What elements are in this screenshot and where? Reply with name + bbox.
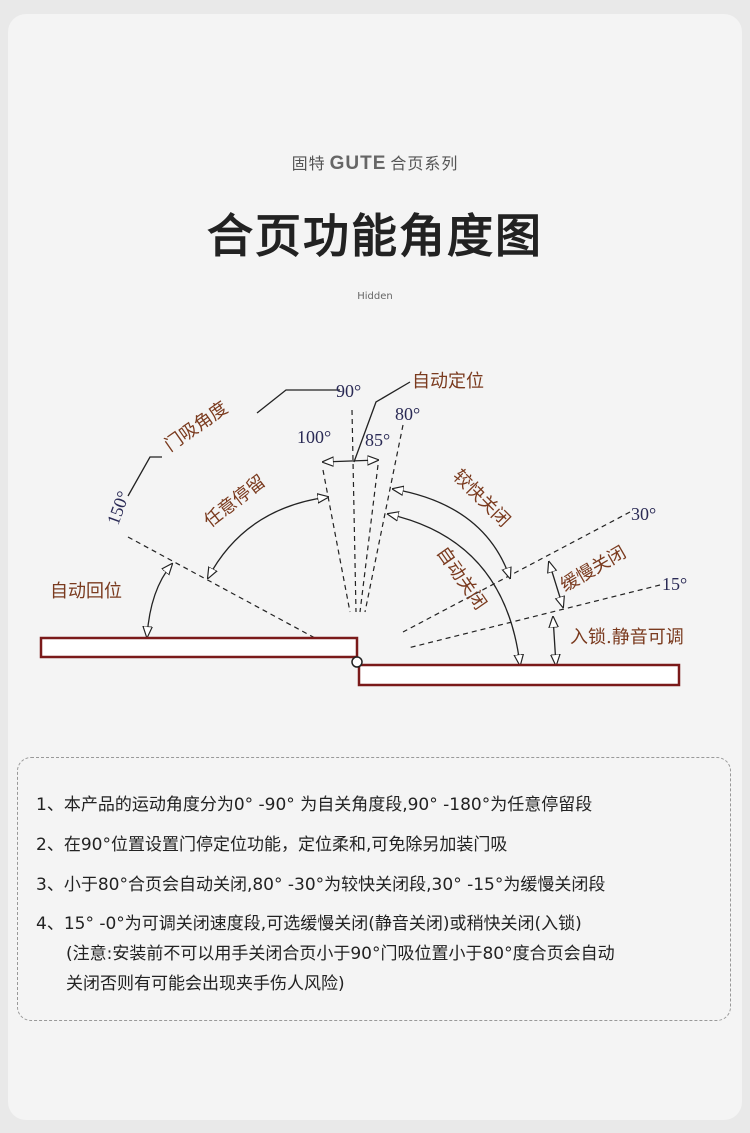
line-90 [351, 409, 357, 613]
note-1: 1、本产品的运动角度分为0° -90° 为自关角度段,90° -180°为任意停… [36, 795, 593, 815]
label-auto-close: 自动关闭 [432, 543, 490, 614]
subtitle: Hidden [357, 291, 393, 302]
label-auto-position: 自动定位 [412, 371, 484, 392]
label-slow-close: 缓慢关闭 [557, 542, 630, 596]
note-3: 3、小于80°合页会自动关闭,80° -30°为较快关闭段,30° -15°为缓… [36, 875, 606, 895]
label-100: 100° [297, 427, 331, 447]
brand-suffix: 合页系列 [390, 154, 459, 173]
line-80 [364, 424, 404, 613]
hinge-pin [351, 656, 363, 668]
line-150 [127, 536, 316, 639]
door-plates [39, 636, 681, 687]
label-85: 85° [365, 430, 390, 450]
hinge-angle-diagram: 150° 100° 90° 85° 80° 30° 15° 门吸角度 自动定位 … [39, 371, 687, 687]
door-stop-leader-low [127, 456, 162, 497]
brand-logo: GUTE [329, 153, 387, 174]
label-150: 150° [103, 488, 133, 527]
brand-prefix: 固特 [291, 154, 326, 173]
line-85 [359, 464, 379, 613]
auto-close-arrow [388, 514, 520, 665]
slow-close-arrow [549, 562, 563, 607]
note-4-caution-line1: (注意:安装前不可以用手关闭合页小于90°门吸位置小于80°度合页会自动 [66, 944, 615, 964]
free-stop-arrow [208, 497, 328, 578]
label-free-stop: 任意停留 [200, 471, 270, 532]
door-stop-leader-high [256, 389, 340, 414]
auto-position-arrow [323, 460, 378, 462]
label-80: 80° [395, 404, 420, 424]
lock-silent-arrow [553, 617, 556, 665]
arrows [147, 460, 563, 665]
left-plate [39, 636, 359, 659]
right-plate [357, 663, 681, 687]
label-fast-close: 较快关闭 [448, 466, 514, 532]
auto-position-leader [353, 381, 411, 463]
label-15: 15° [662, 574, 687, 594]
leader-lines [127, 381, 411, 497]
label-30: 30° [631, 504, 656, 524]
note-2: 2、在90°位置设置门停定位功能，定位柔和,可免除另加装门吸 [36, 835, 508, 855]
angle-lines [127, 409, 661, 649]
notes-box: 1、本产品的运动角度分为0° -90° 为自关角度段,90° -180°为任意停… [17, 757, 731, 1021]
label-lock-silent: 入锁.静音可调 [570, 627, 684, 648]
auto-return-arrow [147, 564, 172, 637]
page-card [8, 14, 742, 1120]
note-4: 4、15° -0°为可调关闭速度段,可选缓慢关闭(静音关闭)或稍快关闭(入锁) [36, 914, 582, 934]
page-title: 合页功能角度图 [207, 209, 543, 263]
line-100 [322, 469, 351, 613]
label-door-stop: 门吸角度 [161, 398, 232, 456]
note-4-caution-line2: 关闭否则有可能会出现夹手伤人风险) [66, 974, 345, 994]
label-90: 90° [336, 381, 361, 401]
label-auto-return: 自动回位 [50, 581, 122, 602]
